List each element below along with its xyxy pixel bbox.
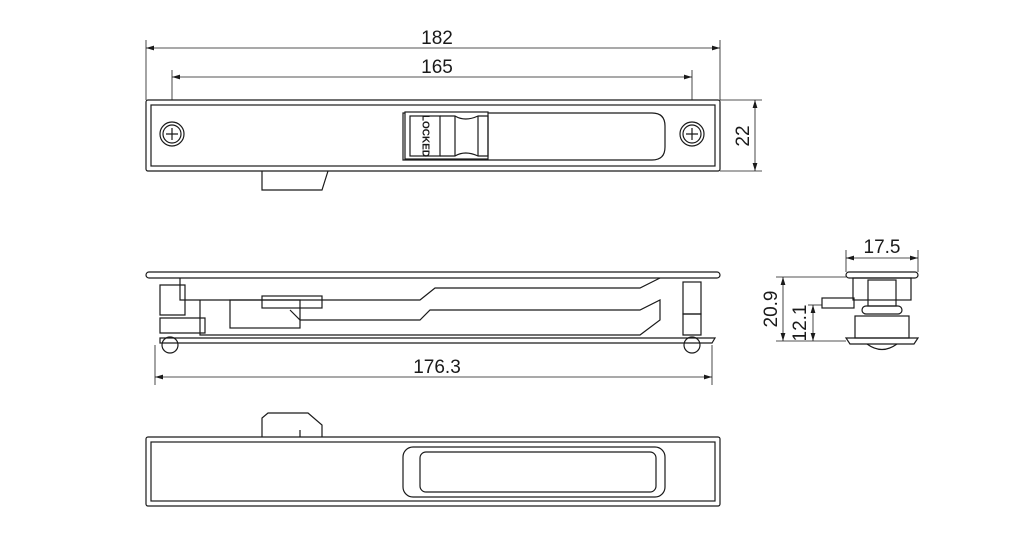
dimension-end-height: 20.9 <box>761 291 782 328</box>
dimension-side-length: 176.3 <box>413 357 461 378</box>
handle-recess <box>402 112 666 161</box>
screw-left-icon <box>159 121 185 147</box>
dimension-screw-spacing: 165 <box>421 57 453 78</box>
side-view: 176.3 <box>145 271 721 385</box>
dimension-height: 22 <box>733 125 754 146</box>
lock-latch: LOCKED <box>404 111 489 160</box>
dimension-overall-length: 182 <box>421 28 453 49</box>
top-view: 182 165 22 LOCKED <box>145 28 762 191</box>
end-view: 17.5 20.9 12.1 <box>761 237 920 351</box>
dimension-end-width: 17.5 <box>864 237 901 258</box>
screw-right-icon <box>679 121 705 147</box>
dimension-hook-height: 12.1 <box>790 305 811 342</box>
latch-label: LOCKED <box>419 115 430 157</box>
hook <box>261 170 329 191</box>
bottom-view <box>145 412 721 507</box>
